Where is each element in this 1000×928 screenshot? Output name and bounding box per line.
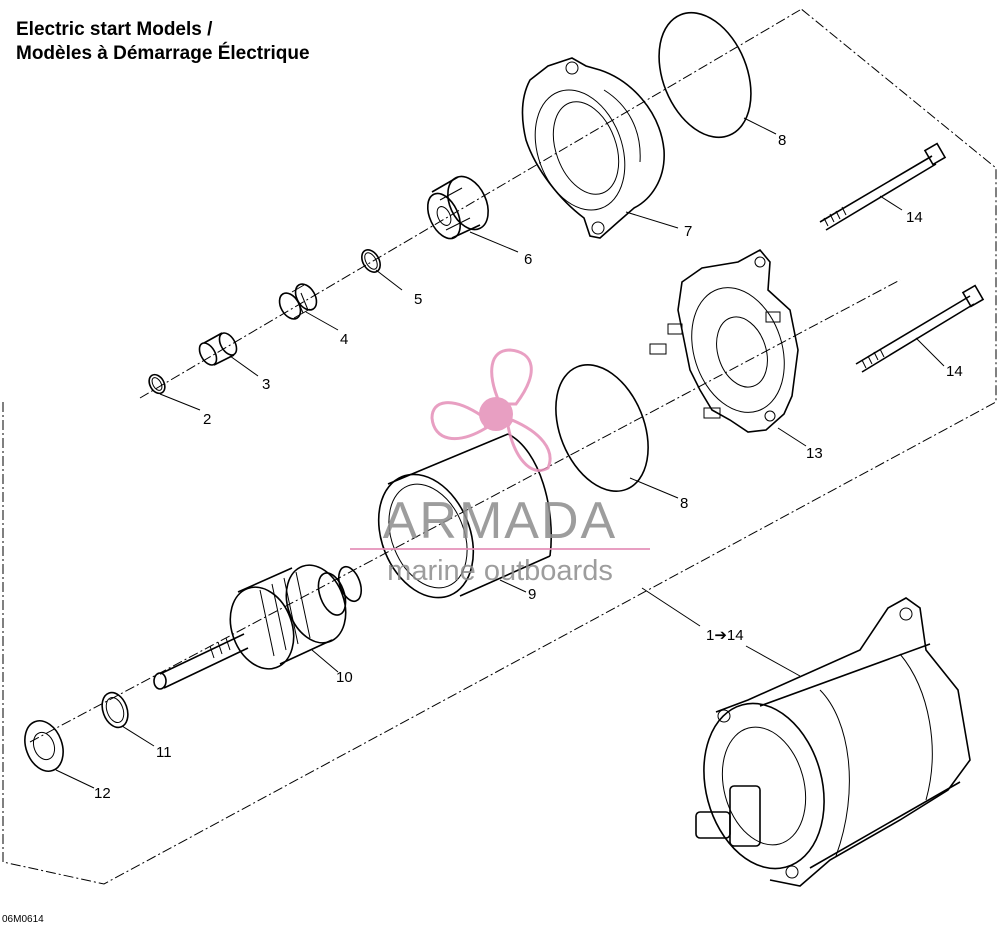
title-line-1: Electric start Models / [16, 19, 213, 40]
callout-6: 6 [524, 251, 532, 268]
propeller-logo [430, 348, 552, 472]
callout-7: 7 [684, 223, 692, 240]
callout-8-upper: 8 [778, 132, 786, 149]
callout-11: 11 [156, 744, 172, 761]
callout-3: 3 [262, 376, 270, 393]
callout-8-lower: 8 [680, 495, 688, 512]
callout-13: 13 [806, 445, 823, 462]
axis-line-lower [29, 279, 901, 743]
group-boundary [2, 7, 997, 885]
watermark-brand: ARMADA [383, 492, 617, 550]
part-10-armature [153, 564, 363, 690]
part-3-collar [198, 332, 238, 366]
callouts: 2 3 4 5 6 7 8 8 9 10 11 12 13 14 14 1➔14 [94, 132, 963, 802]
diagram-title: Electric start Models / Modèles à Démarr… [16, 18, 310, 66]
part-7-front-housing [521, 57, 665, 239]
callout-2: 2 [203, 411, 211, 428]
part-6-pinion [426, 175, 489, 240]
callout-5: 5 [414, 291, 422, 308]
callout-assembly: 1➔14 [706, 627, 744, 644]
leader-lines [55, 117, 945, 789]
part-5-snap-ring [361, 249, 381, 273]
part-11-snap-ring [101, 691, 129, 729]
part-4-gear [278, 283, 318, 320]
part-8-o-ring-upper [658, 11, 752, 139]
assembled-starter-motor [695, 597, 971, 887]
drawing-code: 06M0614 [2, 914, 44, 925]
part-12-washer [24, 720, 64, 772]
part-2-snap-ring [148, 373, 166, 395]
callout-14-upper: 14 [906, 209, 923, 226]
axis-line-upper [139, 9, 801, 399]
part-9-yoke [377, 433, 553, 599]
part-13-rear-cover [649, 248, 799, 433]
callout-14-lower: 14 [946, 363, 963, 380]
title-line-2: Modèles à Démarrage Électrique [16, 43, 310, 64]
callout-10: 10 [336, 669, 353, 686]
part-14-through-bolt-lower [855, 284, 985, 373]
part-14-through-bolt-upper [819, 142, 947, 231]
part-8-o-ring-lower [555, 364, 649, 492]
callout-4: 4 [340, 331, 348, 348]
watermark-tagline: marine outboards [387, 555, 613, 587]
callout-12: 12 [94, 785, 111, 802]
callout-9: 9 [528, 586, 536, 603]
watermark: ARMADA marine outboards [350, 348, 650, 587]
